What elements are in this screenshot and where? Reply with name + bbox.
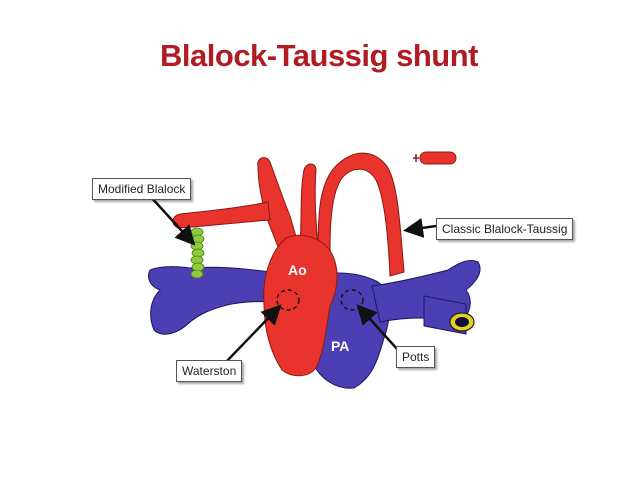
callout-arrows	[149, 195, 437, 363]
waterston-site	[276, 289, 300, 311]
conduit-lumen	[455, 317, 469, 327]
right-subclavian-artery	[172, 201, 271, 229]
arrow-waterston	[225, 304, 282, 363]
potts-site	[340, 289, 364, 311]
arrow-modified-blalock	[149, 195, 196, 246]
callout-waterston: Waterston	[176, 360, 243, 382]
callout-modified-blalock: Modified Blalock	[92, 178, 192, 200]
callout-potts: Potts	[396, 346, 436, 368]
right-pulmonary-artery	[147, 266, 271, 335]
aortic-arch-branch	[317, 152, 405, 277]
arrow-classic-blalock-taussig	[403, 217, 437, 238]
left-carotid-artery	[299, 163, 319, 249]
aorta-label: Ao	[288, 262, 307, 278]
innominate-artery	[257, 157, 301, 253]
ascending-aorta	[263, 234, 338, 377]
pulmonary-vessels	[147, 259, 481, 389]
slide-title: Blalock-Taussig shunt	[160, 38, 478, 73]
vessel-fragment	[413, 151, 457, 165]
callout-classic-blalock-taussig: Classic Blalock-Taussig	[436, 218, 574, 240]
pulmonary-artery-label: PA	[331, 338, 350, 354]
aortic-vessels	[172, 152, 405, 377]
arrow-potts	[356, 304, 399, 351]
